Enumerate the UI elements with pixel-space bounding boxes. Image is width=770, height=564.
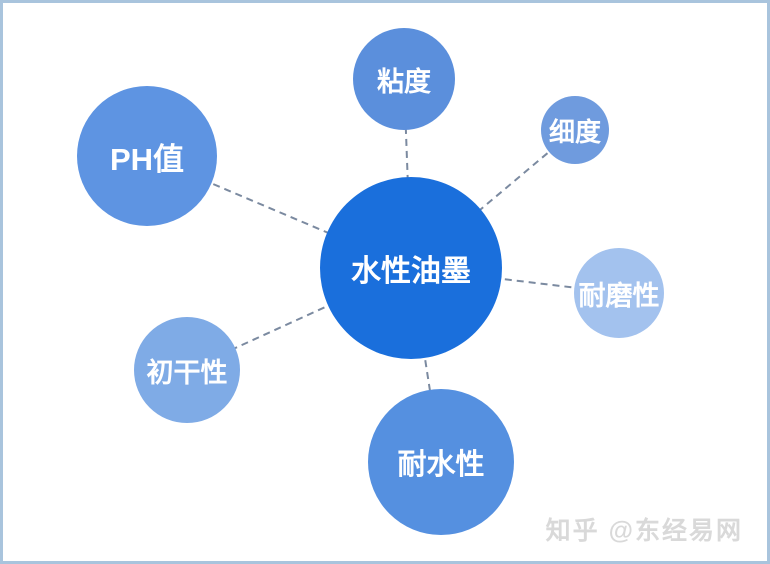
node-water-resistance-label: 耐水性: [397, 449, 485, 481]
watermark: 知乎 @东经易网: [545, 517, 743, 545]
node-viscosity-label: 粘度: [377, 66, 431, 97]
node-initial-drying-label: 初干性: [146, 357, 228, 388]
connector-water-resistance: [410, 267, 442, 463]
node-fineness-label: 细度: [548, 116, 601, 147]
node-fineness: 细度: [541, 96, 609, 164]
node-ph-value: PH值: [77, 86, 217, 226]
node-water-based-ink-label: 水性油墨: [351, 255, 471, 288]
node-abrasion-resistance-label: 耐磨性: [578, 280, 660, 311]
node-viscosity: 粘度: [353, 28, 455, 130]
node-ph-value-label: PH值: [109, 141, 185, 177]
node-water-resistance: 耐水性: [368, 389, 514, 535]
node-water-based-ink: 水性油墨: [320, 177, 502, 359]
node-initial-drying: 初干性: [134, 317, 240, 423]
node-abrasion-resistance: 耐磨性: [574, 248, 664, 338]
